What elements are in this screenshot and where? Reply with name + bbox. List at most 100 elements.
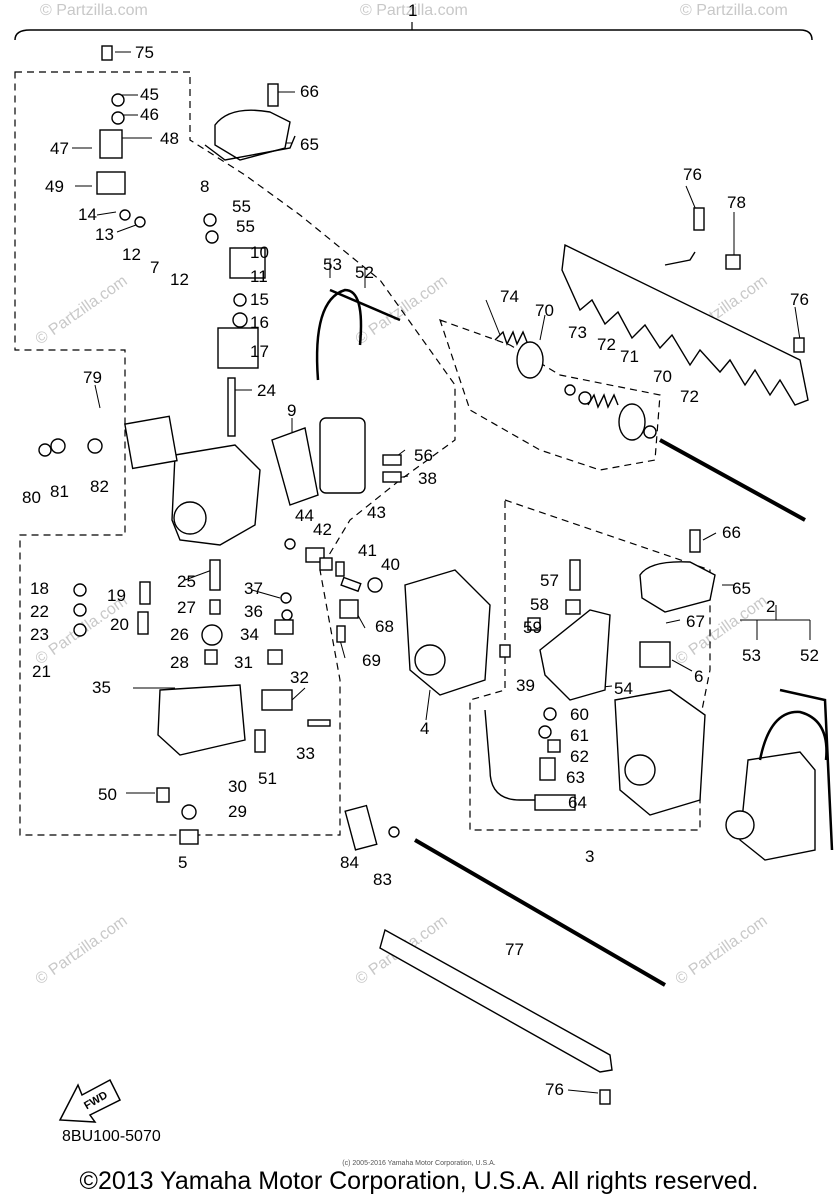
callout-75: 75 <box>135 43 154 62</box>
callout-42: 42 <box>313 520 332 539</box>
callout-26: 26 <box>170 625 189 644</box>
watermark: © Partzilla.com <box>360 2 468 19</box>
callout-4: 4 <box>420 719 429 738</box>
parts-artwork <box>38 45 834 1105</box>
callout-33: 33 <box>296 744 315 763</box>
callout-48: 48 <box>160 129 179 148</box>
callout-19: 19 <box>107 586 126 605</box>
callout-13: 13 <box>95 225 114 244</box>
watermark: © Partzilla.com <box>680 2 788 19</box>
watermark: © Partzilla.com <box>40 2 148 19</box>
callout-7: 7 <box>150 258 159 277</box>
callout-53: 53 <box>742 646 761 665</box>
callout-54: 54 <box>614 679 633 698</box>
callout-3: 3 <box>585 847 594 866</box>
callout-83: 83 <box>373 870 392 889</box>
callout-60: 60 <box>570 705 589 724</box>
callout-56: 56 <box>414 446 433 465</box>
screw-75 <box>101 45 113 61</box>
float-bowl <box>157 684 246 756</box>
spring-71 <box>587 393 619 409</box>
callout-23: 23 <box>30 625 49 644</box>
gasket-9 <box>271 427 319 506</box>
callout-63: 63 <box>566 768 585 787</box>
callout-61: 61 <box>570 726 589 745</box>
callout-12: 12 <box>122 245 141 264</box>
callout-76: 76 <box>683 165 702 184</box>
callout-34: 34 <box>240 625 259 644</box>
callout-64: 64 <box>568 793 587 812</box>
tube-84 <box>344 804 378 851</box>
callout-81: 81 <box>50 482 69 501</box>
callout-47: 47 <box>50 139 69 158</box>
callout-51: 51 <box>258 769 277 788</box>
spring-74 <box>494 330 528 346</box>
callout-76: 76 <box>790 290 809 309</box>
carburetor-3 <box>614 689 706 816</box>
callout-65: 65 <box>732 579 751 598</box>
screw-76c <box>599 1089 611 1105</box>
callout-57: 57 <box>540 571 559 590</box>
small-copyright: (c) 2005-2016 Yamaha Motor Corporation, … <box>342 1160 496 1167</box>
callout-73: 73 <box>568 323 587 342</box>
callout-62: 62 <box>570 747 589 766</box>
callout-59: 59 <box>523 618 542 637</box>
callout-79: 79 <box>83 368 102 387</box>
watermark: © Partzilla.com <box>33 273 131 349</box>
callout-27: 27 <box>177 598 196 617</box>
fuel-rail <box>561 243 809 406</box>
callout-49: 49 <box>45 177 64 196</box>
callout-68: 68 <box>375 617 394 636</box>
leader-lines <box>72 51 811 1094</box>
callout-66: 66 <box>722 523 741 542</box>
callout-11: 11 <box>250 267 268 286</box>
callout-70: 70 <box>653 367 672 386</box>
callout-66: 66 <box>300 82 319 101</box>
cover-65-right <box>639 561 716 613</box>
callout-76: 76 <box>545 1080 564 1099</box>
callout-5: 5 <box>178 853 187 872</box>
callout-2: 2 <box>766 597 775 616</box>
callout-12: 12 <box>170 270 189 289</box>
copyright-notice: ©2013 Yamaha Motor Corporation, U.S.A. A… <box>79 1167 759 1195</box>
callout-15: 15 <box>250 290 269 309</box>
cover-65 <box>214 109 291 161</box>
callout-20: 20 <box>110 615 129 634</box>
callout-29: 29 <box>228 802 247 821</box>
callout-74: 74 <box>500 287 519 306</box>
callout-77: 77 <box>505 940 524 959</box>
callout-58: 58 <box>530 595 549 614</box>
callout-45: 45 <box>140 85 159 104</box>
diagram-code: 8BU100-5070 <box>62 1128 161 1145</box>
callout-50: 50 <box>98 785 117 804</box>
watermarks: © Partzilla.com © Partzilla.com © Partzi… <box>33 2 788 988</box>
callout-39: 39 <box>516 676 535 695</box>
callout-9: 9 <box>287 401 296 420</box>
callout-55: 55 <box>232 197 251 216</box>
callout-52: 52 <box>800 646 819 665</box>
screw-76 <box>693 207 705 231</box>
callout-37: 37 <box>244 579 263 598</box>
callout-84: 84 <box>340 853 359 872</box>
forward-arrow: FWD <box>58 1078 122 1123</box>
callout-69: 69 <box>362 651 381 670</box>
callout-8: 8 <box>200 177 209 196</box>
callout-78: 78 <box>727 193 746 212</box>
hose-52 <box>329 288 401 322</box>
lower-bar <box>379 928 613 1073</box>
callout-21: 21 <box>32 662 51 681</box>
callout-67: 67 <box>686 612 705 631</box>
screw-24 <box>227 377 236 437</box>
collar-70 <box>516 341 544 379</box>
assembly-bracket <box>14 29 813 41</box>
screw-66b <box>689 529 701 553</box>
callout-25: 25 <box>177 572 196 591</box>
hose-53 <box>315 288 363 381</box>
callout-70: 70 <box>535 301 554 320</box>
callout-31: 31 <box>234 653 253 672</box>
callout-22: 22 <box>30 602 49 621</box>
callout-24: 24 <box>257 381 276 400</box>
callout-41: 41 <box>358 541 377 560</box>
